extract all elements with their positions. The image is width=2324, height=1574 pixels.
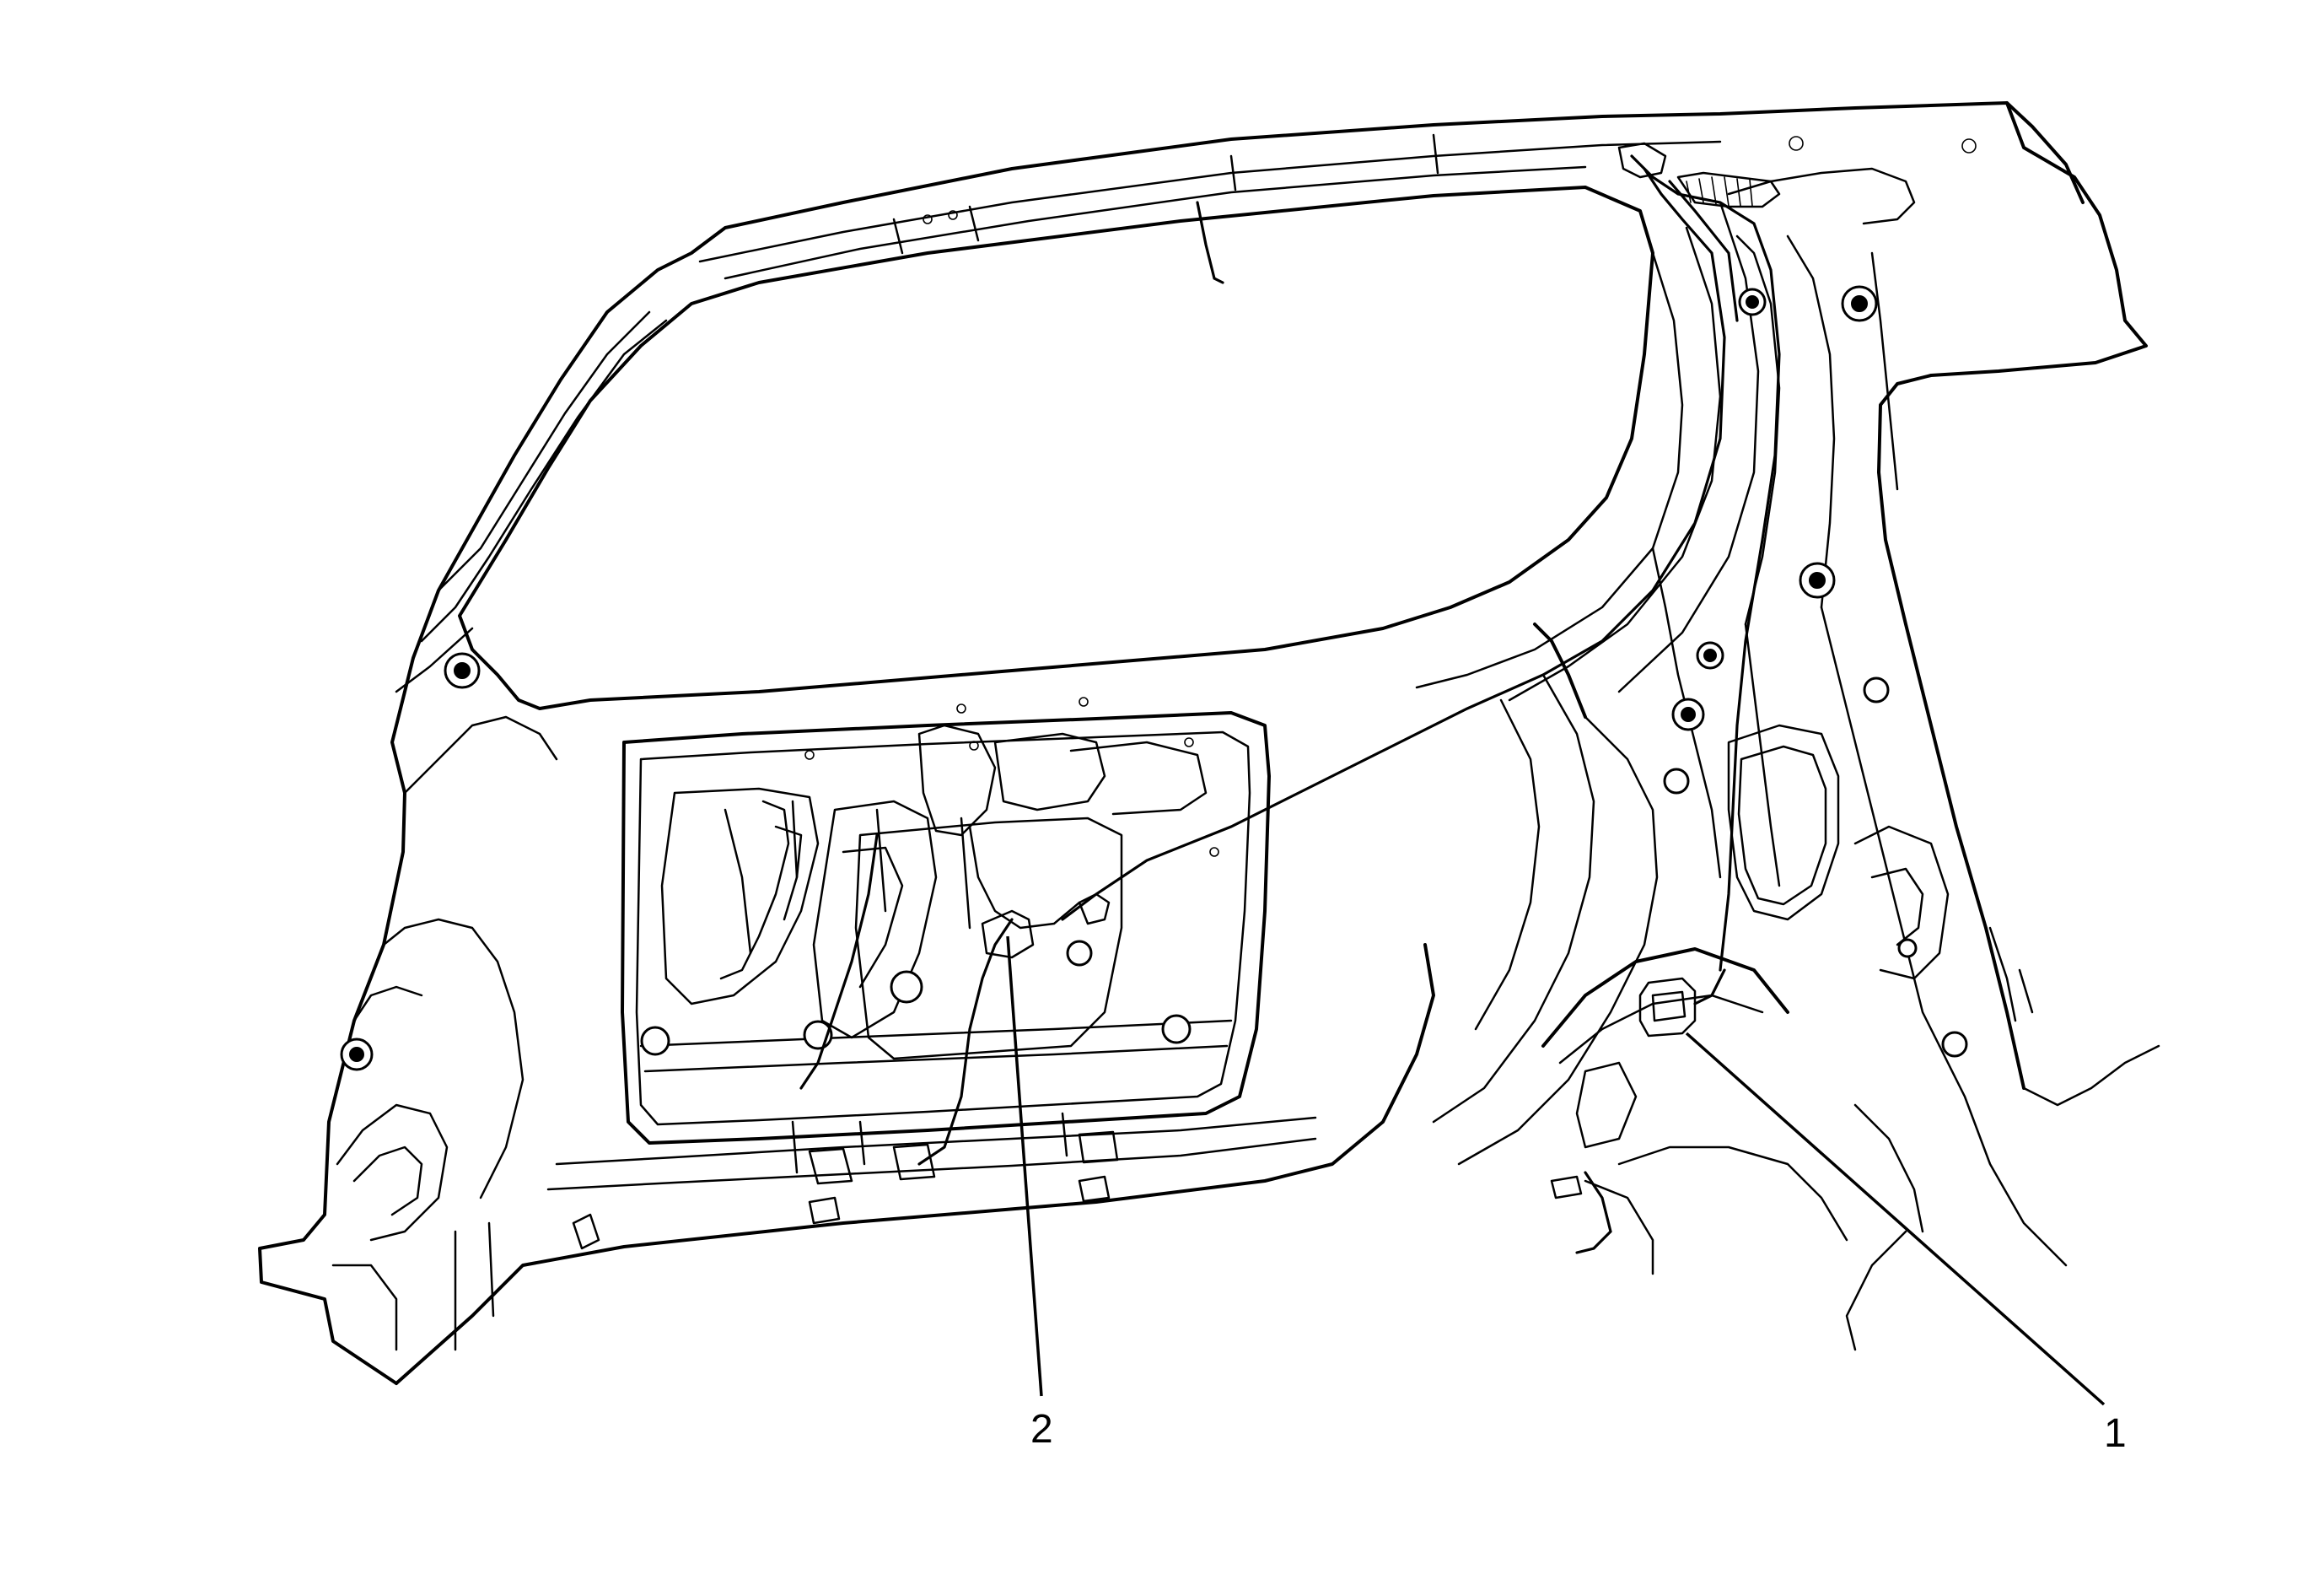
leader-line-1 [1685, 1032, 2106, 1406]
fastener-holes [340, 136, 1977, 1071]
body-side-panel [258, 101, 2148, 1385]
quarter-panel-recess [546, 711, 1317, 1250]
wiring-harness [799, 142, 1781, 1254]
leader-line-2 [1006, 935, 1043, 1397]
rear-quarter-inner [1533, 101, 2160, 1351]
callout-label-1: 1 [2104, 1411, 2127, 1456]
callout-leaders [1006, 935, 2106, 1406]
callout-label-2: 2 [1030, 1407, 1053, 1452]
